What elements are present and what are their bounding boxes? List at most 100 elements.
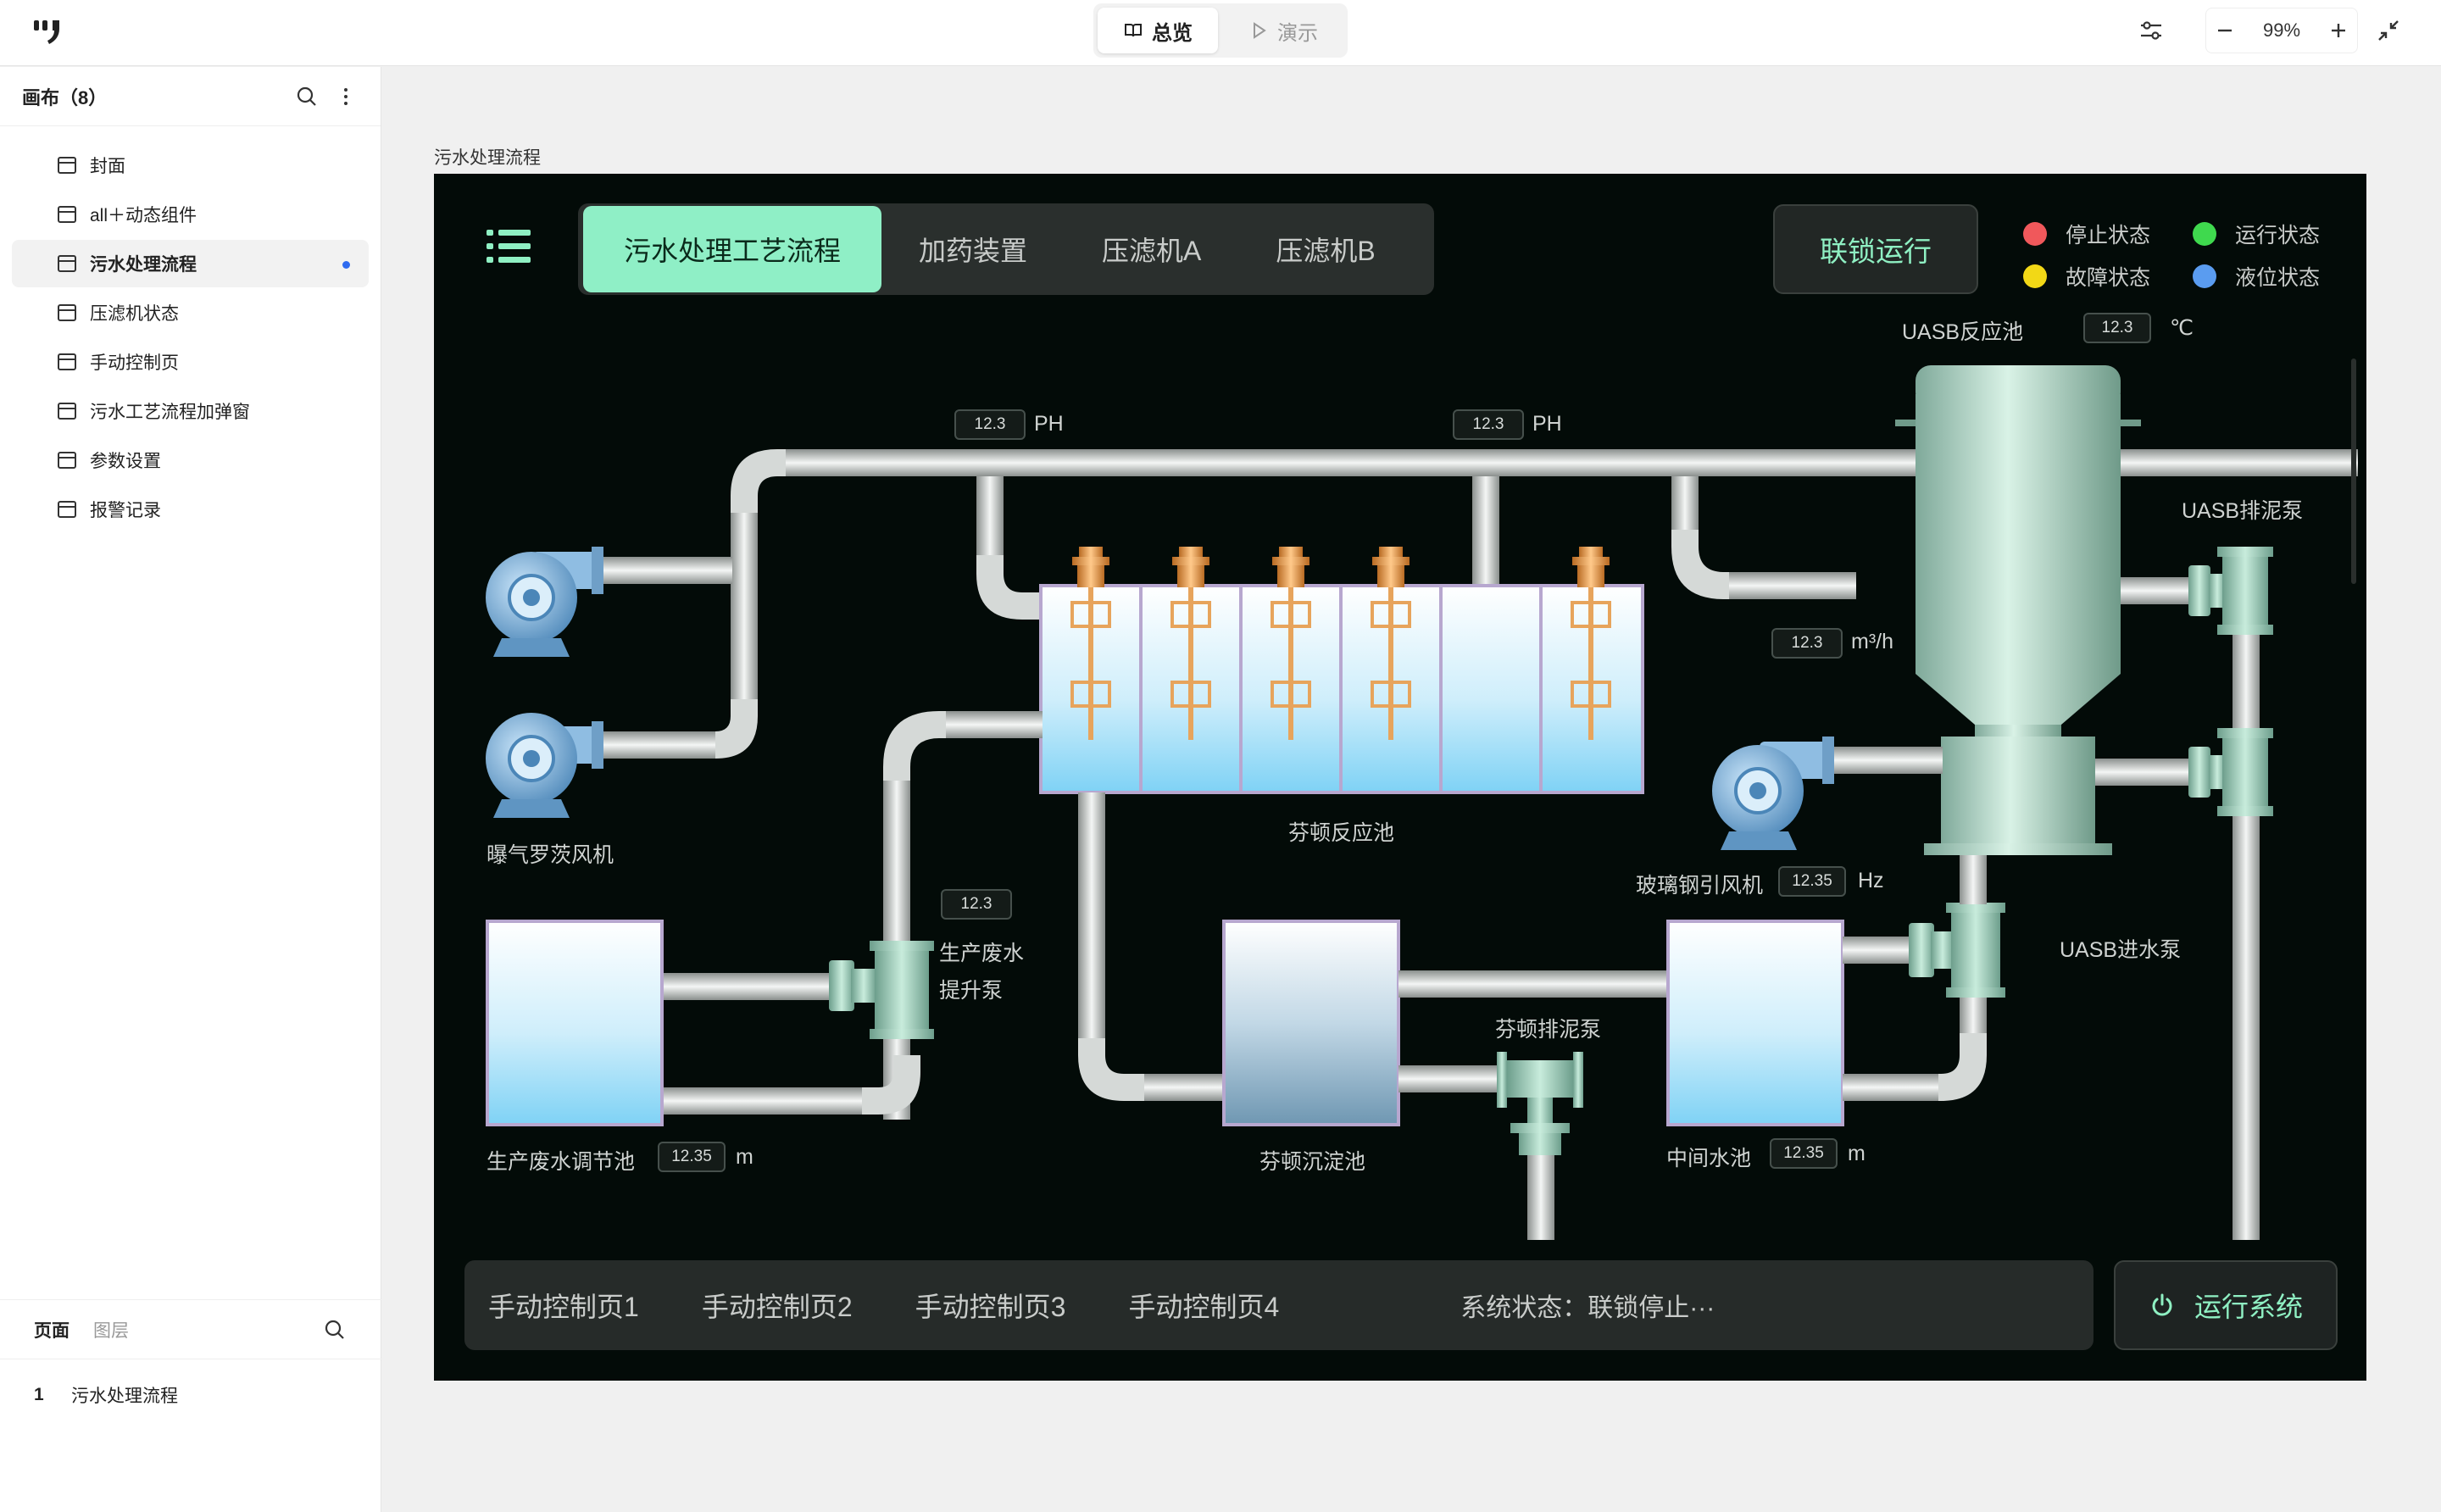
sludge-pipe-down — [2232, 816, 2260, 1240]
tab-layers[interactable]: 图层 — [93, 1320, 129, 1341]
manual-page-4-link[interactable]: 手动控制页4 — [1128, 1292, 1280, 1322]
zoom-out-button[interactable] — [2206, 12, 2244, 49]
process-diagram — [486, 365, 2358, 1240]
search-icon[interactable] — [322, 1317, 348, 1342]
adjust-level-value[interactable]: 12.35 — [658, 1142, 726, 1172]
ph1-unit: PH — [1034, 412, 1064, 436]
page-item-sewage-flow[interactable]: 污水处理流程 — [12, 240, 369, 287]
ph2-value[interactable]: 12.3 — [1453, 409, 1524, 440]
aeration-blower-2 — [486, 713, 603, 818]
interlock-run-button[interactable]: 联锁运行 — [1773, 204, 1978, 294]
fan-freq-unit: Hz — [1858, 869, 1884, 892]
ph1-value[interactable]: 12.3 — [954, 409, 1026, 440]
uasb-reactor-label: UASB反应池 — [1902, 320, 2024, 344]
page-item-label: 污水工艺流程加弹窗 — [90, 403, 250, 422]
tab-filter-press-b[interactable]: 压滤机B — [1276, 236, 1376, 266]
app-logo-icon[interactable] — [32, 17, 66, 47]
page-item-label: 污水处理流程 — [90, 255, 197, 275]
fault-dot-icon — [2023, 264, 2047, 288]
uasb-sludge-pipe-1 — [2121, 577, 2188, 604]
ph2-unit: PH — [1532, 412, 1562, 436]
elbow-3 — [883, 711, 946, 784]
status-legend: 停止状态 运行状态 故障状态 液位状态 — [2023, 213, 2345, 297]
fenton-reactor — [1039, 584, 1644, 794]
legend-fault-label: 故障状态 — [2066, 266, 2151, 290]
manual-page-2-link[interactable]: 手动控制页2 — [701, 1292, 853, 1322]
legend-fault: 故障状态 — [2023, 255, 2193, 297]
menu-list-icon[interactable] — [487, 228, 531, 265]
flow-unit: m³/h — [1851, 630, 1893, 653]
manual-page-3-link[interactable]: 手动控制页3 — [915, 1292, 1066, 1322]
lift-pump-label-2: 提升泵 — [939, 979, 1004, 1003]
sliders-icon — [2141, 21, 2161, 40]
adjust-top-pipe — [663, 973, 832, 1000]
search-icon[interactable] — [294, 84, 320, 109]
canvas-scrollbar[interactable] — [2351, 359, 2356, 584]
fenton-sludge-pump — [1497, 1052, 1583, 1240]
tab-pages[interactable]: 页面 — [34, 1320, 70, 1341]
layer-index: 1 — [34, 1385, 44, 1404]
page-item-cover[interactable]: 封面 — [12, 142, 369, 189]
page-item-alarms[interactable]: 报警记录 — [12, 486, 369, 533]
layers-panel: 页面 图层 1 污水处理流程 — [0, 1299, 381, 1511]
settings-sliders-button[interactable] — [2132, 12, 2170, 49]
elbow-5 — [1078, 1038, 1146, 1101]
legend-stop: 停止状态 — [2023, 213, 2193, 255]
page-item-label: 手动控制页 — [90, 353, 179, 373]
book-icon — [1125, 24, 1142, 37]
page-item-label: 报警记录 — [90, 501, 161, 520]
fenton-settle-tank — [1222, 920, 1400, 1126]
adjust-bottom-pipe — [663, 1087, 866, 1115]
adjust-tank — [486, 920, 664, 1126]
run-system-button[interactable]: 运行系统 — [2114, 1260, 2338, 1350]
page-item-popup[interactable]: 污水工艺流程加弹窗 — [12, 387, 369, 435]
page-icon — [58, 206, 76, 223]
collapse-icon — [2378, 20, 2399, 41]
mid-level-unit: m — [1848, 1142, 1866, 1165]
page-item-manual[interactable]: 手动控制页 — [12, 338, 369, 386]
tab-filter-press-a[interactable]: 压滤机A — [1102, 236, 1202, 266]
page-icon — [58, 452, 76, 469]
canvas-list-title: 画布（8） — [22, 86, 108, 108]
process-tabs: 污水处理工艺流程 加药装置 压滤机A 压滤机B — [578, 203, 1434, 295]
exit-fullscreen-button[interactable] — [2370, 12, 2407, 49]
more-vertical-icon[interactable] — [333, 84, 359, 109]
feed-to-uasb-pipe — [1960, 852, 1987, 904]
page-item-label: 参数设置 — [90, 452, 161, 471]
manual-page-1-link[interactable]: 手动控制页1 — [488, 1292, 639, 1322]
flow-value[interactable]: 12.3 — [1771, 628, 1843, 659]
page-list: 封面 all＋动态组件 污水处理流程 压滤机状态 手动控制页 污水工艺流程加弹窗… — [0, 126, 381, 533]
system-status: 系统状态：联锁停止··· — [1460, 1294, 1715, 1322]
elbow-4 — [862, 1055, 920, 1115]
run-system-label: 运行系统 — [2194, 1292, 2303, 1322]
overview-label: 总览 — [1152, 21, 1193, 45]
adjust-tank-label: 生产废水调节池 — [487, 1150, 636, 1174]
play-icon — [1254, 22, 1266, 39]
fan-freq-value[interactable]: 12.35 — [1778, 866, 1846, 897]
mid-tank — [1666, 920, 1844, 1126]
mid-level-value[interactable]: 12.35 — [1770, 1138, 1838, 1169]
uasb-inlet-pipe — [1729, 572, 1856, 599]
lift-pump-value[interactable]: 12.3 — [941, 889, 1012, 920]
page-item-dynamic[interactable]: all＋动态组件 — [12, 191, 369, 238]
layer-item[interactable]: 1 污水处理流程 — [0, 1359, 381, 1431]
tab-dosing[interactable]: 加药装置 — [919, 236, 1028, 266]
zoom-in-button[interactable] — [2320, 12, 2357, 49]
manual-control-bar: 手动控制页1 手动控制页2 手动控制页3 手动控制页4 系统状态：联锁停止··· — [464, 1260, 2093, 1350]
page-icon — [58, 255, 76, 272]
overview-button[interactable]: 总览 — [1098, 8, 1218, 53]
elbow-2 — [1671, 530, 1731, 599]
page-icon — [58, 353, 76, 370]
page-item-label: 封面 — [90, 157, 125, 176]
page-item-filter-press[interactable]: 压滤机状态 — [12, 289, 369, 336]
uasb-sludge-pump-1 — [2188, 547, 2273, 635]
blower1-pipe — [592, 557, 732, 584]
lift-pump-label-1: 生产废水 — [939, 942, 1025, 965]
stop-dot-icon — [2023, 222, 2047, 246]
tab-sewage-process[interactable]: 污水处理工艺流程 — [583, 206, 882, 292]
adjust-level-unit: m — [736, 1145, 753, 1169]
present-button[interactable]: 演示 — [1223, 8, 1343, 53]
uasb-temp-value[interactable]: 12.3 — [2083, 313, 2151, 343]
blower2-pipe — [592, 731, 715, 759]
page-item-params[interactable]: 参数设置 — [12, 436, 369, 484]
